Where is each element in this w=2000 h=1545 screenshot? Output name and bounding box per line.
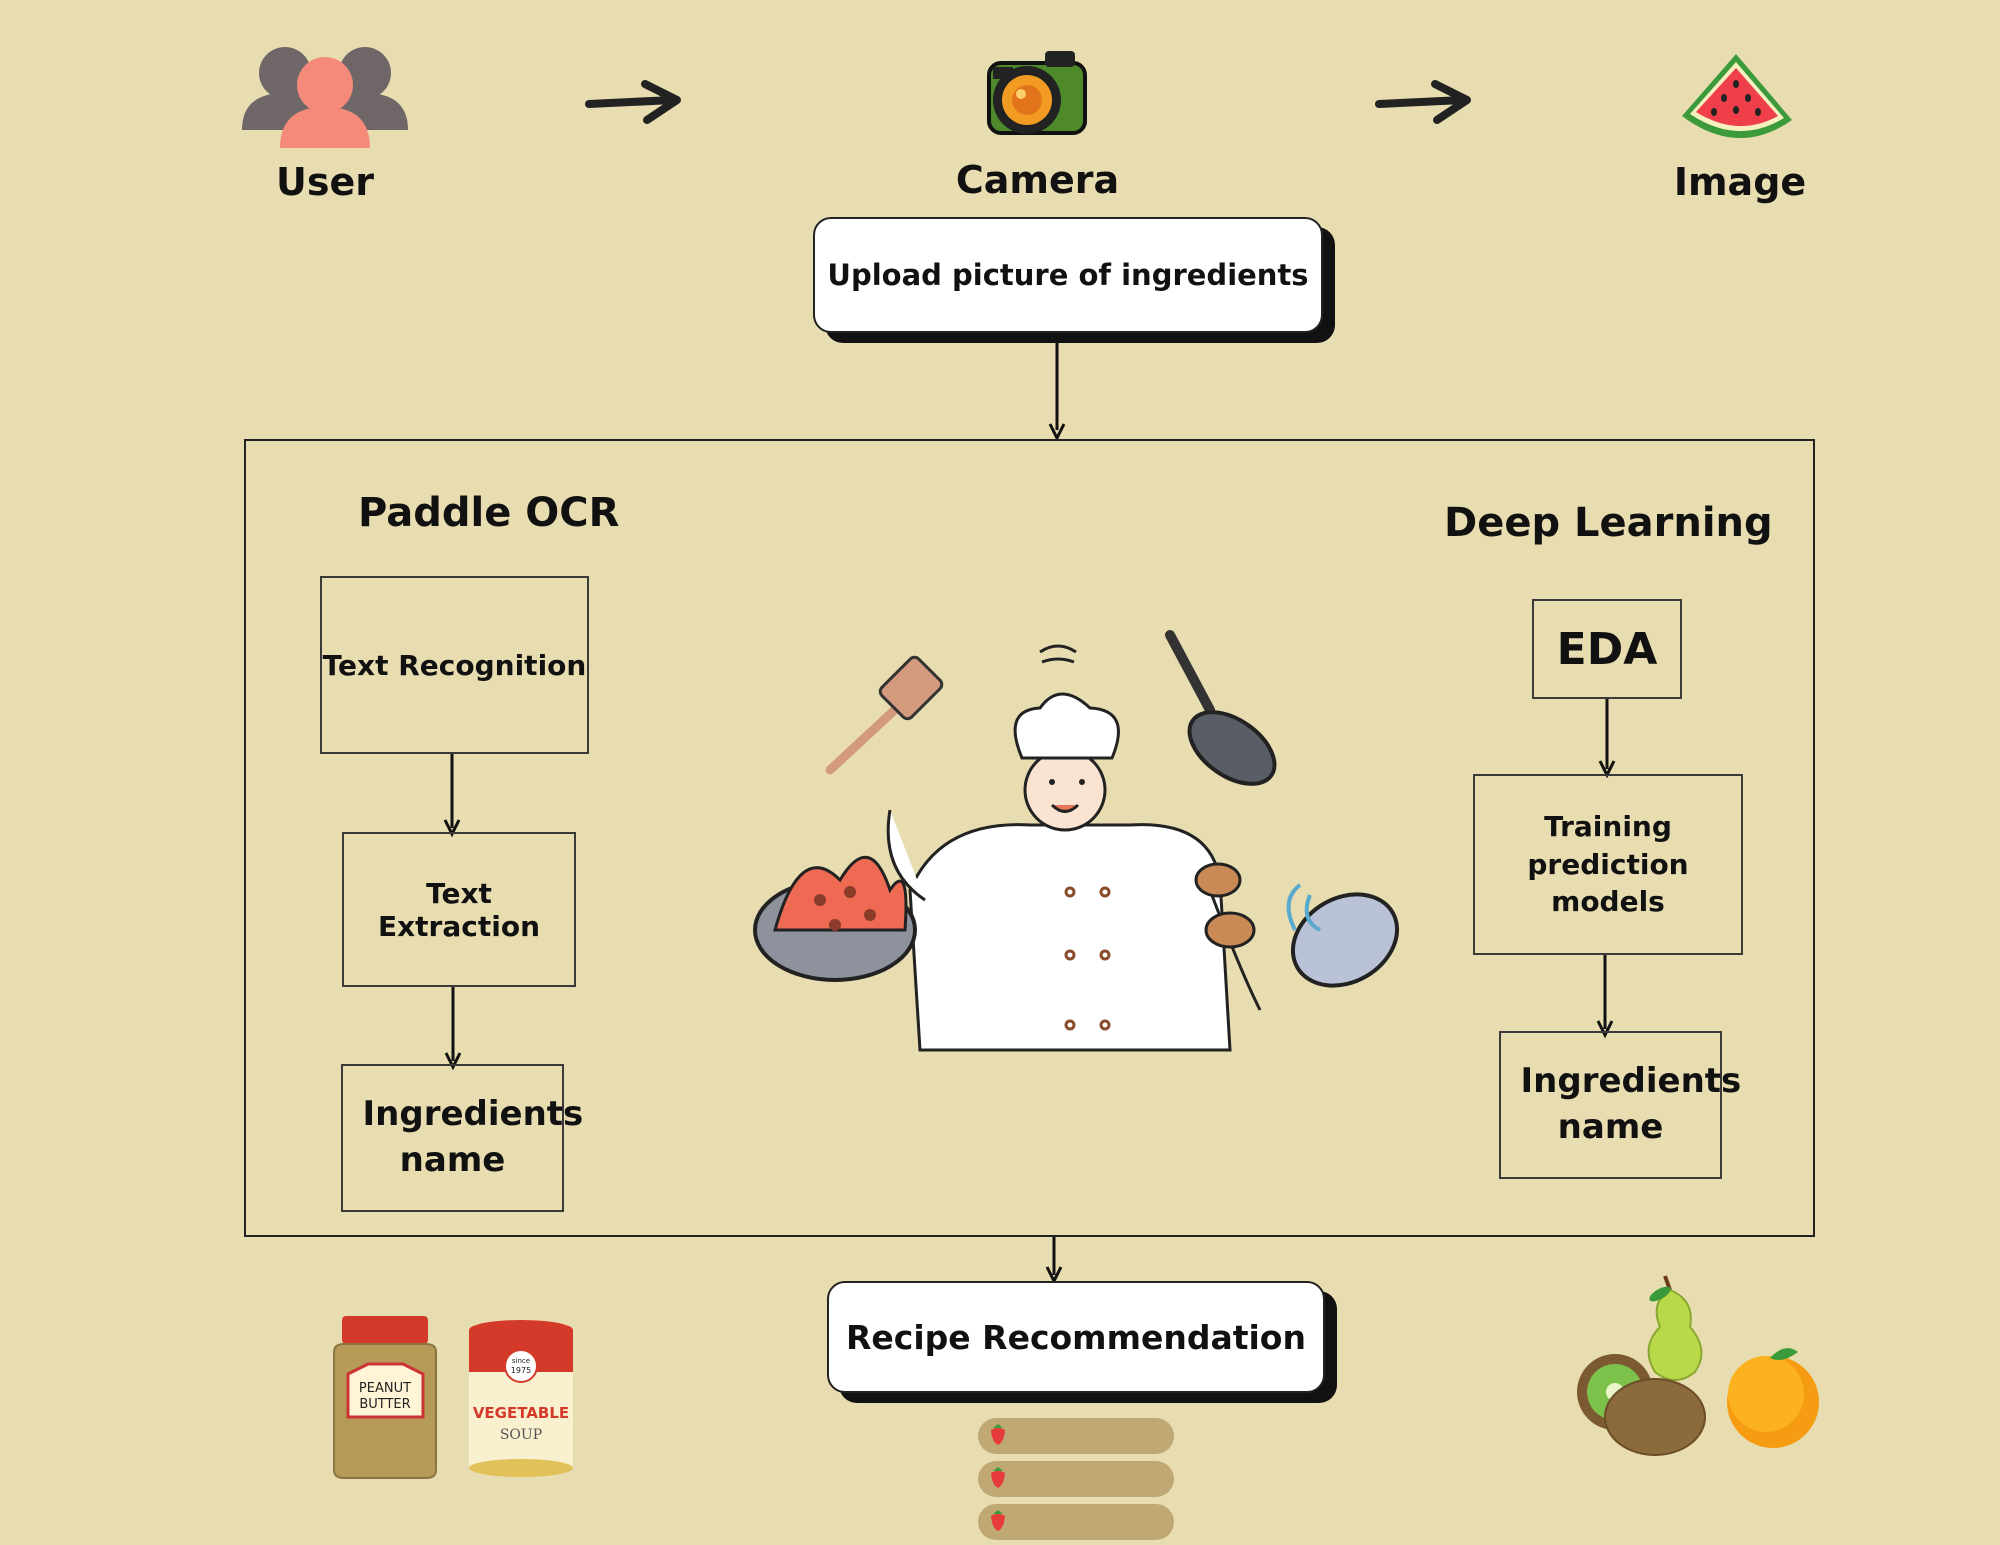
connector-arrow — [444, 987, 462, 1071]
recipe-label: Recipe Recommendation — [846, 1317, 1306, 1357]
ingredients-name-label: Ingredients name — [362, 1094, 584, 1180]
image-label: Image — [1673, 160, 1807, 204]
text-recognition-box: Text Recognition — [320, 576, 589, 754]
connector-arrow — [443, 754, 461, 838]
eda-label: EDA — [1556, 623, 1658, 675]
users-icon — [242, 47, 408, 148]
butter-label: BUTTER — [359, 1397, 410, 1412]
connector-arrow — [1596, 955, 1614, 1039]
connector-arrow — [1045, 1237, 1063, 1285]
paddle-ocr-title: Paddle OCR — [358, 490, 620, 536]
upload-picture-box: Upload picture of ingredients — [813, 217, 1323, 333]
year-label: 1975 — [511, 1366, 531, 1375]
deep-learning-title: Deep Learning — [1444, 500, 1773, 546]
text-recognition-label: Text Recognition — [322, 648, 587, 682]
eda-box: EDA — [1532, 599, 1682, 699]
recipe-list-item — [978, 1504, 1174, 1540]
soup-label: SOUP — [500, 1427, 542, 1443]
ingredients-name-label: Ingredients name — [1520, 1061, 1742, 1147]
chef-illustration — [753, 630, 1400, 1052]
since-label: since — [512, 1357, 530, 1365]
processing-frame — [244, 439, 1815, 1237]
upload-label: Upload picture of ingredients — [827, 258, 1309, 292]
peanut-label: PEANUT — [359, 1381, 411, 1396]
text-extraction-label: Text Extraction — [377, 876, 541, 943]
strawberry-icon — [991, 1510, 1005, 1531]
arrow-right-icon — [585, 80, 681, 124]
strawberry-icon — [991, 1467, 1005, 1488]
fruit-icon — [1577, 1275, 1819, 1456]
training-models-box: Training prediction models — [1473, 774, 1743, 955]
ingredients-name-box-ocr: Ingredients name — [341, 1064, 584, 1212]
soup-can-icon: since 1975 VEGETABLE SOUP — [469, 1320, 573, 1477]
vegetable-label: VEGETABLE — [473, 1404, 569, 1422]
camera-label: Camera — [955, 158, 1120, 202]
text-extraction-box: Text Extraction — [342, 832, 576, 987]
recipe-list-item — [978, 1418, 1174, 1454]
connector-arrow — [1598, 699, 1616, 779]
camera-icon — [987, 51, 1087, 135]
recipe-recommendation-box: Recipe Recommendation — [827, 1281, 1325, 1393]
strawberry-icon — [991, 1424, 1005, 1445]
watermelon-icon — [1682, 54, 1792, 139]
training-models-label: Training prediction models — [1527, 809, 1689, 919]
peanut-butter-jar-icon: PEANUT BUTTER — [333, 1316, 437, 1479]
user-label: User — [276, 160, 374, 204]
ingredients-name-box-dl: Ingredients name — [1499, 1031, 1742, 1179]
connector-arrow — [1048, 338, 1066, 442]
recipe-list-item — [978, 1461, 1174, 1497]
arrow-right-icon — [1375, 80, 1471, 124]
